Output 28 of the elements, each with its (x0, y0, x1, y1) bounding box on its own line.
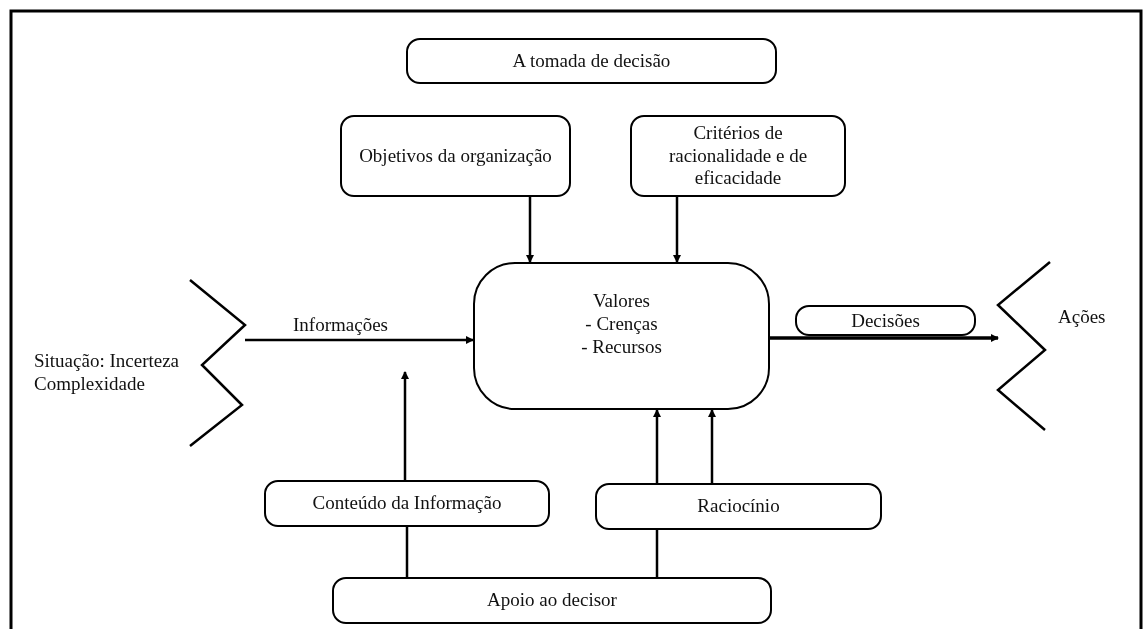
node-label: Decisões (851, 311, 920, 330)
node-label: - Recursos (581, 335, 662, 359)
edge-label: Informações (291, 314, 390, 336)
node-label: Apoio ao decisor (487, 589, 617, 612)
node-label: Situação: Incerteza Complexidade (34, 350, 181, 396)
node-label: Valores (593, 290, 650, 313)
process-box (340, 115, 571, 197)
node-label: Conteúdo da Informação (312, 492, 502, 515)
node-label: Objetivos da organização (359, 144, 552, 168)
node-label: - Crenças (585, 312, 658, 336)
process-box (264, 480, 550, 527)
arrow (653, 409, 661, 483)
process-box (406, 38, 777, 84)
node-label: Raciocínio (697, 495, 780, 518)
arrow (770, 334, 999, 342)
arrow (526, 197, 534, 263)
node-label: Critérios de racionalidade e de eficacidade (667, 121, 809, 191)
arrow (401, 371, 409, 480)
arrow (673, 197, 681, 263)
arrow (708, 409, 716, 483)
arrow (245, 336, 474, 344)
process-box (473, 262, 770, 410)
process-box (630, 115, 846, 197)
process-box (795, 305, 976, 336)
node-label: A tomada de decisão (512, 49, 671, 73)
node-label: Ações (1058, 306, 1106, 329)
process-box (595, 483, 882, 530)
process-box (332, 577, 772, 624)
